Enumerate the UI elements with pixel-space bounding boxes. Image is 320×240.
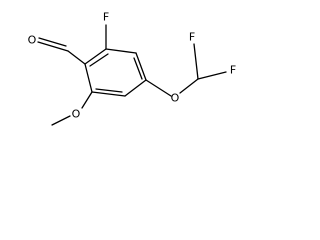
atom-label-methoxy-o: O <box>72 108 81 121</box>
bond-ring-c6-c1 <box>84 63 93 93</box>
bond-cho-o-b <box>38 37 67 47</box>
structure-diagram: O F O O F F <box>28 11 237 126</box>
bond-ring-inner-2 <box>133 57 143 80</box>
bond-chf2-f1 <box>193 43 199 80</box>
atom-label-aldehyde-o: O <box>28 34 37 47</box>
bond-o-chf2 <box>179 78 199 94</box>
bond-ring-c4-c5 <box>124 79 147 97</box>
bond-ring-c2-c3 <box>105 48 137 54</box>
atom-labels: O F O O F F <box>28 11 237 121</box>
bond-c1-cho <box>67 50 86 65</box>
atom-label-difluoro-f1: F <box>189 31 195 44</box>
bond-o-ch3 <box>51 115 71 126</box>
atom-label-difluoro-f2: F <box>230 64 236 77</box>
bond-c4-o <box>145 79 172 97</box>
bond-c6-o <box>81 91 93 109</box>
bond-ring-c5-c6 <box>91 91 126 97</box>
atom-label-ring-f: F <box>103 11 109 24</box>
bond-ring-inner-3 <box>95 88 123 93</box>
bonds <box>37 24 227 126</box>
bond-ring-c3-c4 <box>135 52 147 81</box>
atom-label-ether-o: O <box>171 92 180 105</box>
bond-chf2-f2 <box>197 71 227 80</box>
bond-ring-c1-c2 <box>84 48 107 65</box>
bond-cho-o-a <box>37 41 69 52</box>
bond-ring-inner-1 <box>89 53 109 67</box>
